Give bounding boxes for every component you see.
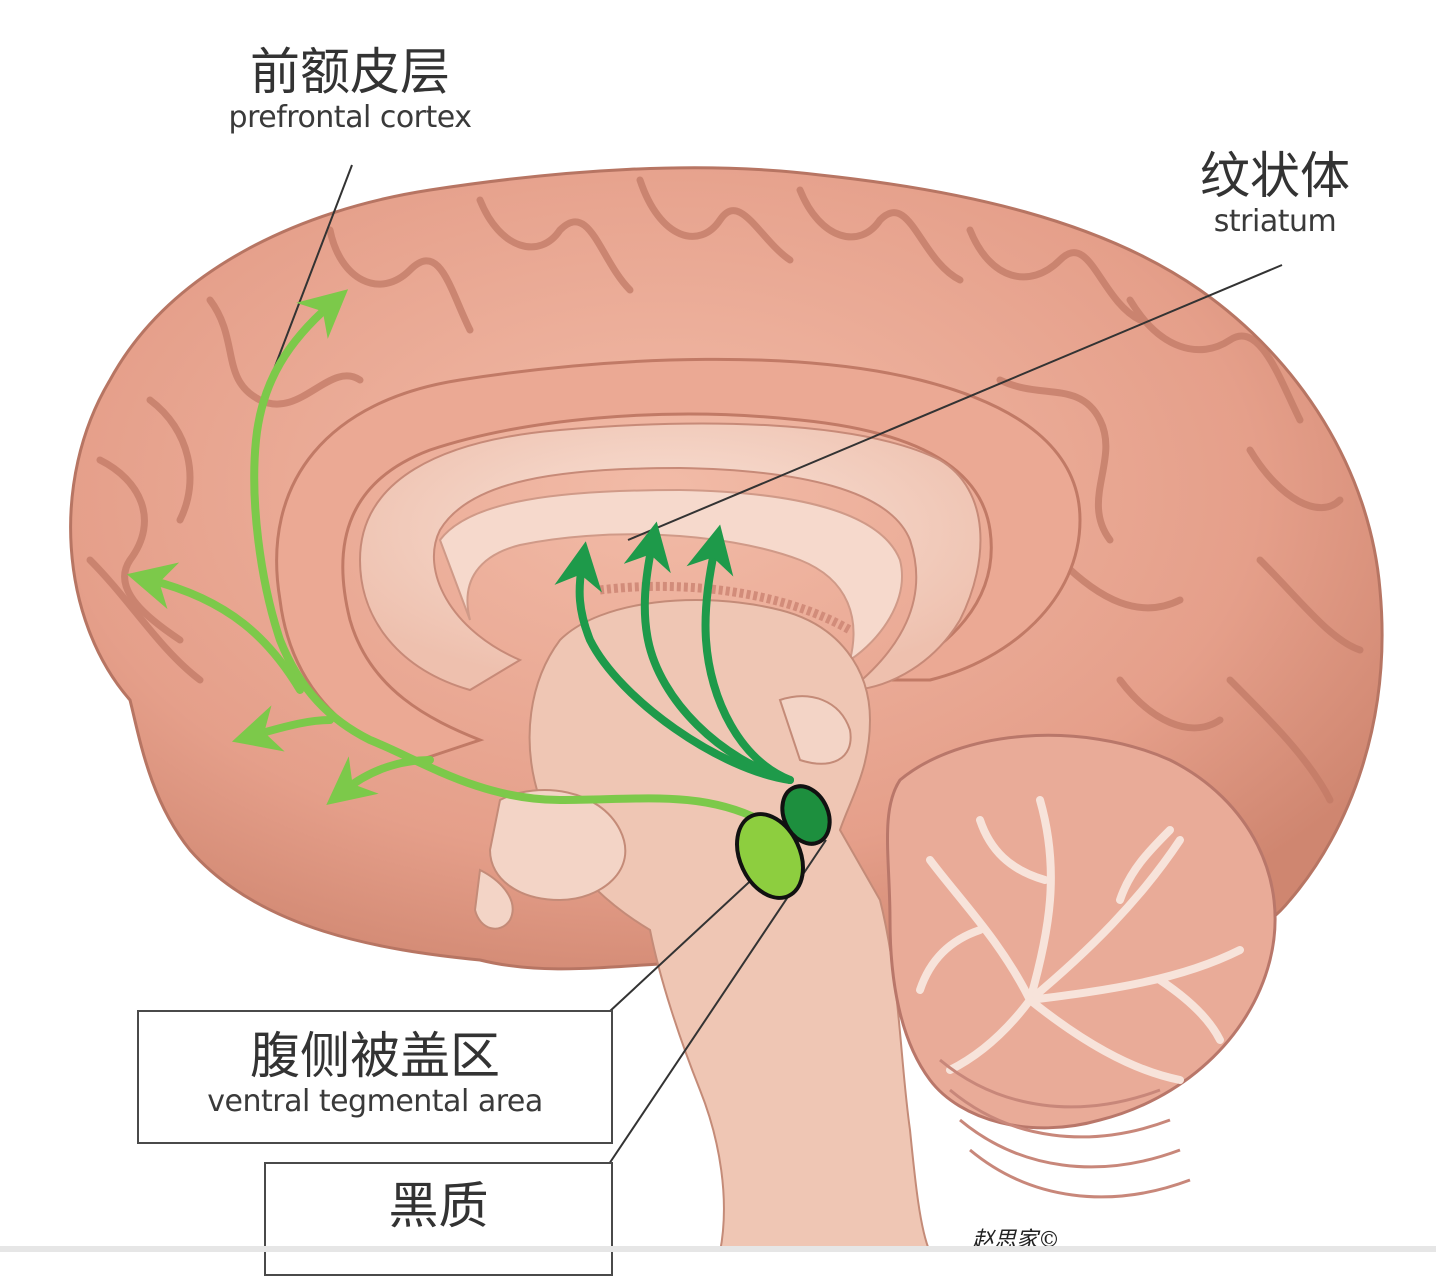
- brainstem: [473, 581, 932, 1252]
- label-prefrontal-cortex: 前额皮层 prefrontal cortex: [180, 44, 520, 136]
- label-substantia-nigra-zh: 黑质: [388, 1177, 489, 1235]
- label-striatum-en: striatum: [1213, 204, 1337, 239]
- leader-line-ventral-tegmental-area: [608, 871, 761, 1013]
- label-substantia-nigra: 黑质: [264, 1162, 613, 1276]
- cingulate-gyrus: [275, 357, 1082, 762]
- label-striatum: 纹状体 striatum: [1150, 148, 1400, 240]
- label-striatum-zh: 纹状体: [1200, 147, 1350, 205]
- label-ventral-tegmental-area-en: ventral tegmental area: [207, 1084, 543, 1119]
- substantia-nigra-nucleus: [780, 784, 832, 846]
- cortex-sulci: [86, 176, 1364, 804]
- ventral-tegmental-area-nucleus: [735, 812, 805, 900]
- label-prefrontal-cortex-zh: 前额皮层: [250, 43, 450, 101]
- label-ventral-tegmental-area-zh: 腹侧被盖区: [250, 1027, 500, 1085]
- leader-line-prefrontal-cortex: [265, 164, 353, 391]
- cerebellum: [886, 733, 1277, 1199]
- corpus-callosum: [358, 422, 982, 692]
- label-ventral-tegmental-area: 腹侧被盖区 ventral tegmental area: [137, 1010, 613, 1144]
- nigrostriatal-pathway: [554, 521, 794, 784]
- mesocortical-pathway: [126, 289, 764, 824]
- leader-line-striatum: [627, 264, 1283, 541]
- bottom-divider: [0, 1246, 1436, 1252]
- label-prefrontal-cortex-en: prefrontal cortex: [228, 100, 472, 135]
